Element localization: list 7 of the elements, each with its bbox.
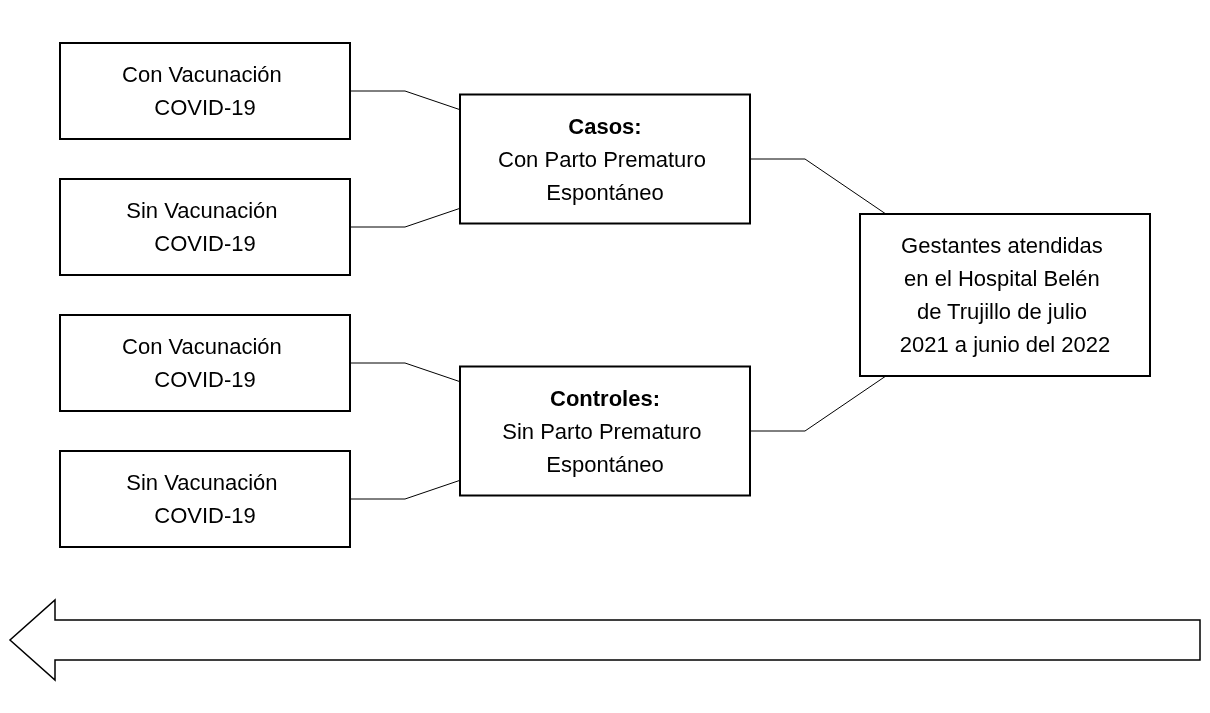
node-box: Controles: Sin Parto Prematuro Espontáneo (459, 365, 751, 497)
node-box: Gestantes atendidas en el Hospital Belén de Trujillo de julio 2021 a junio del 2022 (859, 213, 1151, 377)
node-box: Con Vacunación COVID-19 (59, 42, 351, 140)
node-box: Sin Vacunación COVID-19 (59, 450, 351, 548)
node-box: Casos: Con Parto Prematuro Espontáneo (459, 93, 751, 225)
node-box: Con Vacunación COVID-19 (59, 314, 351, 412)
node-box: Sin Vacunación COVID-19 (59, 178, 351, 276)
